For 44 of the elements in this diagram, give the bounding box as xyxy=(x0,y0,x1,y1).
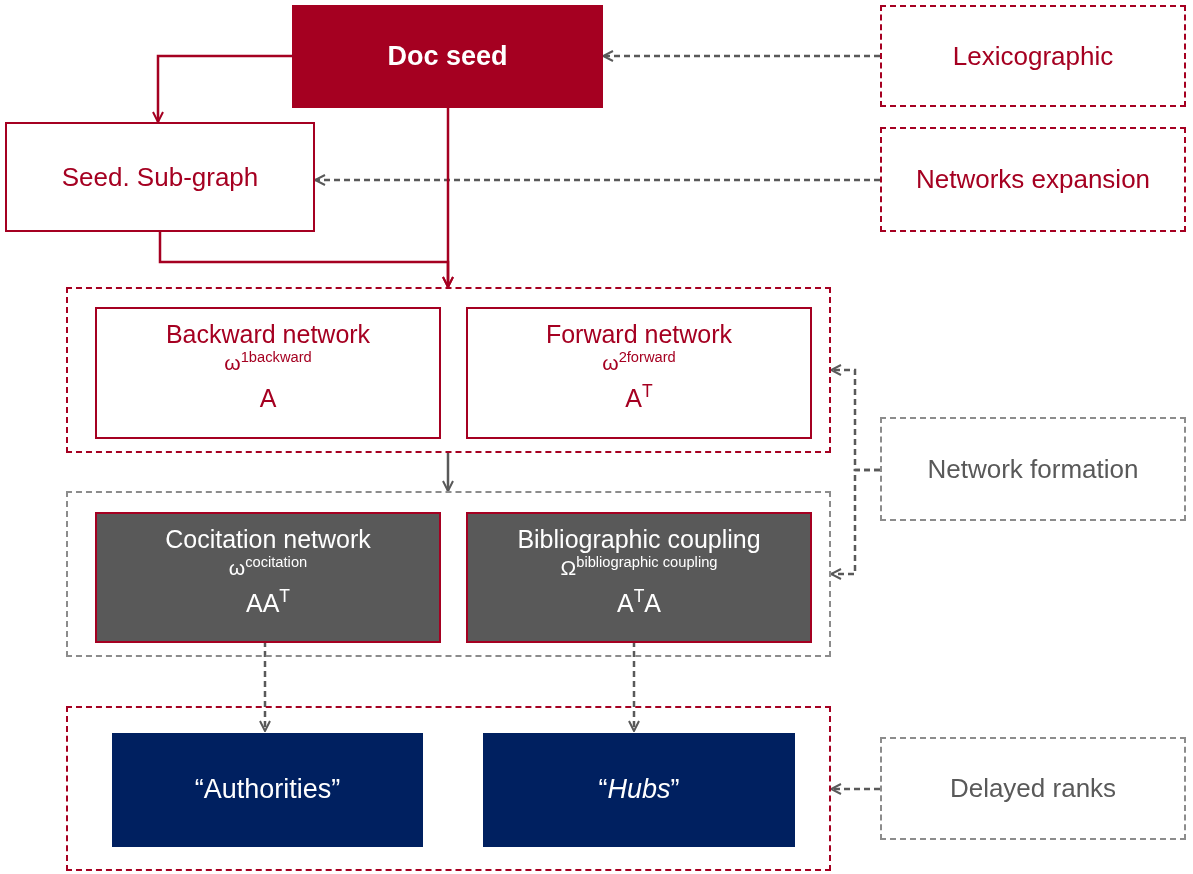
node-label: Backward network xyxy=(165,319,371,350)
arrow xyxy=(628,641,640,732)
matrix-formula: A$^{T}$ xyxy=(625,382,653,414)
node-label: Seed. Sub-graph xyxy=(61,160,259,194)
network-box xyxy=(466,512,812,643)
arrow xyxy=(259,641,271,732)
dashed-box xyxy=(880,737,1186,840)
dashed-group-frame xyxy=(66,287,831,453)
node-label: Cocitation network xyxy=(165,524,371,555)
matrix-formula: AA$^{T}$ xyxy=(245,587,291,619)
dashed-box xyxy=(880,5,1186,107)
weight-symbol: ω$^{cocitation}$ xyxy=(228,555,308,582)
matrix-formula: A xyxy=(259,382,277,414)
process-box xyxy=(5,122,315,232)
dashed-box xyxy=(880,417,1186,521)
node-label: “Hubs” xyxy=(598,773,680,807)
node-label: Lexicographic xyxy=(952,39,1114,73)
node-label: Network formation xyxy=(927,452,1139,486)
arrow xyxy=(442,453,454,492)
result-box xyxy=(112,733,423,847)
arrow xyxy=(158,232,454,288)
arrow xyxy=(830,783,880,795)
result-box xyxy=(483,733,795,847)
seed-box xyxy=(292,5,603,108)
arrow xyxy=(830,468,880,580)
node-label: Bibliographic coupling xyxy=(517,524,761,555)
network-box xyxy=(95,512,441,643)
node-label: Forward network xyxy=(545,319,733,350)
arrow xyxy=(152,54,292,123)
network-box xyxy=(466,307,812,439)
matrix-formula: A$^{T}$A xyxy=(616,587,662,619)
weight-symbol: ω$^{2forward}$ xyxy=(602,350,676,377)
weight-symbol: Ω$^{bibliographic coupling}$ xyxy=(560,555,718,582)
dashed-box xyxy=(880,127,1186,232)
node-label: Networks expansion xyxy=(915,163,1151,196)
node-label: “Authorities” xyxy=(194,773,341,807)
dashed-group-frame xyxy=(66,491,831,657)
node-label: Delayed ranks xyxy=(949,772,1117,805)
node-label: Doc seed xyxy=(387,39,508,73)
network-box xyxy=(95,307,441,439)
arrow xyxy=(314,174,880,186)
dashed-group-frame xyxy=(66,706,831,871)
weight-symbol: ω$^{1backward}$ xyxy=(224,350,312,377)
arrow xyxy=(602,50,880,62)
